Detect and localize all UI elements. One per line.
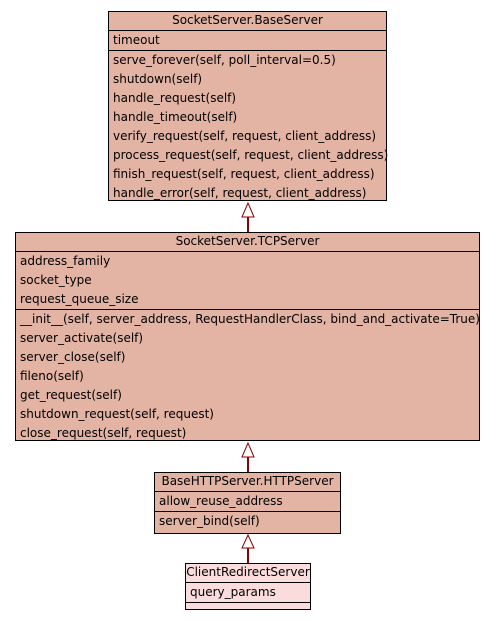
class-box-tcp-server: SocketServer.TCPServer address_family so… xyxy=(15,232,480,441)
class-box-base-server: SocketServer.BaseServer timeout serve_fo… xyxy=(108,11,389,203)
method: verify_request(self, request, client_add… xyxy=(113,129,377,143)
method: get_request(self) xyxy=(20,388,122,402)
class-title: SocketServer.TCPServer xyxy=(16,233,479,252)
attributes-section: query_params xyxy=(186,583,310,603)
method: serve_forever(self, poll_interval=0.5) xyxy=(113,53,336,67)
method: finish_request(self, request, client_add… xyxy=(113,167,375,181)
method: __init__(self, server_address, RequestHa… xyxy=(20,312,480,326)
methods-section: serve_forever(self, poll_interval=0.5) s… xyxy=(109,51,389,203)
method: fileno(self) xyxy=(20,369,84,383)
attribute: address_family xyxy=(20,254,111,268)
class-box-http-server: BaseHTTPServer.HTTPServer allow_reuse_ad… xyxy=(154,472,341,534)
attribute: timeout xyxy=(113,33,160,47)
method: handle_request(self) xyxy=(113,91,237,105)
method: server_close(self) xyxy=(20,350,126,364)
class-title: SocketServer.BaseServer xyxy=(109,12,386,31)
class-box-client-redirect-server: ClientRedirectServer query_params xyxy=(185,563,311,610)
attribute: request_queue_size xyxy=(20,292,139,306)
methods-section: __init__(self, server_address, RequestHa… xyxy=(16,310,480,443)
method: process_request(self, request, client_ad… xyxy=(113,148,389,162)
attributes-section: address_family socket_type request_queue… xyxy=(16,252,479,310)
method: server_activate(self) xyxy=(20,331,144,345)
attributes-section: allow_reuse_address xyxy=(155,492,340,512)
method: handle_error(self, request, client_addre… xyxy=(113,186,367,200)
attribute: socket_type xyxy=(20,273,92,287)
method: shutdown_request(self, request) xyxy=(20,407,214,421)
method: close_request(self, request) xyxy=(20,426,187,440)
method: shutdown(self) xyxy=(113,72,203,86)
method: server_bind(self) xyxy=(159,514,260,528)
class-title: BaseHTTPServer.HTTPServer xyxy=(155,473,340,492)
attributes-section: timeout xyxy=(109,31,386,51)
class-title: ClientRedirectServer xyxy=(186,564,310,583)
attribute: allow_reuse_address xyxy=(159,494,283,508)
inheritance-arrowhead xyxy=(241,441,255,458)
inheritance-arrowhead xyxy=(241,533,255,549)
method: handle_timeout(self) xyxy=(113,110,238,124)
methods-section: server_bind(self) xyxy=(155,512,340,531)
attribute: query_params xyxy=(190,585,276,599)
inheritance-arrowhead xyxy=(241,201,255,218)
